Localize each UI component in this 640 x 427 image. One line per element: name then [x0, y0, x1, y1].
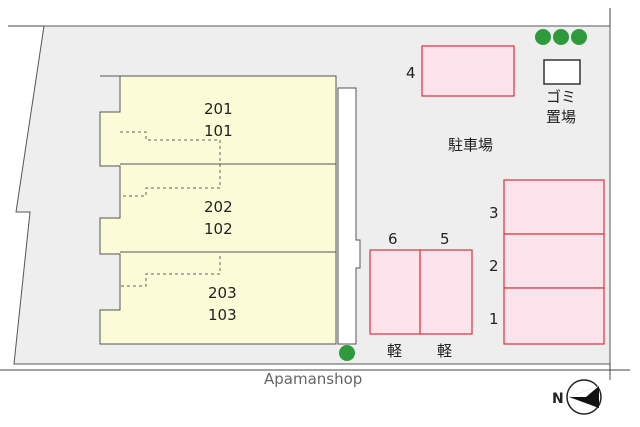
dashed-partition: [120, 256, 221, 287]
parking-space-1-number: 1: [489, 310, 499, 328]
trees: [339, 29, 587, 361]
tree-icon: [571, 29, 587, 45]
tree-icon: [553, 29, 569, 45]
parking-space-5-number: 5: [440, 230, 450, 248]
parking-space-2-number: 2: [489, 257, 499, 275]
parking-space-6: [369, 249, 421, 335]
garbage-label-line1: ゴミ: [546, 88, 576, 106]
garbage-label-line2: 置場: [546, 108, 576, 126]
building-outline: [99, 75, 337, 345]
tree-icon: [339, 345, 355, 361]
garbage-area: ゴミ 置場: [543, 59, 581, 126]
unit-201-label: 201: [204, 100, 233, 118]
parking-space-3-number: 3: [489, 204, 499, 222]
parking-area-label: 駐車場: [448, 136, 493, 154]
parking-space-4-number: 4: [406, 64, 416, 82]
building-corridor: [337, 87, 361, 345]
unit-103-label: 103: [208, 306, 237, 324]
unit-202-label: 202: [204, 198, 233, 216]
unit-203-label: 203: [208, 284, 237, 302]
parking-space-1: [503, 287, 605, 345]
building: 201 101 202 102 203 103: [99, 75, 361, 345]
compass-needle-light: [569, 386, 599, 397]
garbage-box: [543, 59, 581, 85]
compass-label: N: [552, 391, 564, 407]
tree-icon: [535, 29, 551, 45]
parking-space-3: [503, 179, 605, 235]
parking-space-6-number: 6: [388, 230, 398, 248]
parking-space-5-note: 軽: [437, 342, 452, 360]
dashed-partition: [120, 187, 220, 197]
parking-space-2: [503, 233, 605, 289]
parking-space-4: [421, 45, 515, 97]
unit-101-label: 101: [204, 122, 233, 140]
parking-lot: 4 3 2 1 6 5 軽 軽 駐車場: [369, 45, 605, 360]
compass-icon: N: [552, 379, 602, 415]
watermark: Apamanshop: [264, 370, 362, 388]
unit-102-label: 102: [204, 220, 233, 238]
parking-space-5: [419, 249, 473, 335]
parking-space-6-note: 軽: [387, 342, 402, 360]
